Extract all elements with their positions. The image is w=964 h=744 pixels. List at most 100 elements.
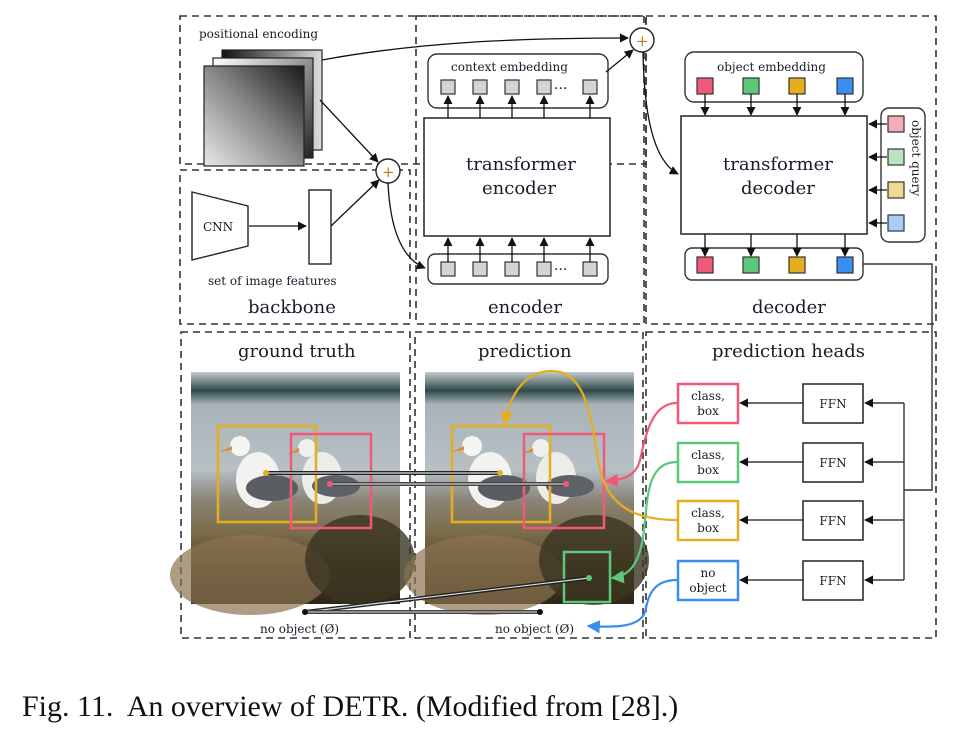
match-dot-red-pred bbox=[563, 481, 569, 487]
no-object-dot-pred bbox=[537, 609, 543, 615]
prediction-panel: prediction no object (Ø) bbox=[404, 341, 649, 636]
backbone-frame bbox=[179, 169, 411, 325]
context-ellipsis: ··· bbox=[554, 81, 567, 97]
input-token bbox=[582, 261, 598, 277]
gt-photo bbox=[170, 372, 415, 615]
positional-encoding-label: positional encoding bbox=[199, 27, 318, 41]
transformer-encoder-label-2: encoder bbox=[482, 178, 556, 199]
prediction-heads-section-label: prediction heads bbox=[712, 341, 865, 362]
transformer-decoder-label-2: decoder bbox=[741, 178, 815, 199]
encoder-section-label: encoder bbox=[488, 297, 562, 318]
decoder-to-ffn-connector bbox=[863, 263, 933, 491]
object-query-tokens bbox=[887, 115, 905, 232]
output-box-red bbox=[676, 382, 740, 425]
route-red bbox=[604, 401, 678, 487]
decoder-output-token-blue bbox=[836, 256, 854, 274]
encoder-arrows bbox=[443, 95, 595, 262]
no-object-dot-gt bbox=[302, 609, 308, 615]
ground-truth-section-label: ground truth bbox=[238, 341, 356, 362]
pred-gull-1 bbox=[452, 436, 530, 508]
output-label-line2: box bbox=[697, 463, 719, 477]
decoder-output-tokens bbox=[696, 256, 854, 274]
decoder-section-label: decoder bbox=[752, 297, 826, 318]
output-label-line2: box bbox=[697, 521, 719, 535]
figure-caption: Fig. 11. An overview of DETR. (Modified … bbox=[22, 690, 679, 723]
output-label-line1: class, bbox=[691, 448, 725, 462]
ffn-label: FFN bbox=[819, 514, 846, 528]
decoder: object embedding transformer decoder obj… bbox=[680, 51, 926, 318]
object-query-token-blue bbox=[887, 214, 905, 232]
match-dot-green-pred bbox=[586, 575, 592, 581]
context-token bbox=[504, 79, 520, 95]
object-embedding-label: object embedding bbox=[717, 60, 826, 74]
detr-overview-diagram: positional encoding CNN set of image fea… bbox=[170, 15, 937, 639]
gt-rock-dark bbox=[305, 515, 415, 605]
prediction-head-row: class,box FFN bbox=[676, 441, 904, 484]
output-label-line2: box bbox=[697, 404, 719, 418]
pe-to-context-add-arrow bbox=[321, 33, 629, 61]
decoder-output-token-green bbox=[742, 256, 760, 274]
ffn-block bbox=[802, 560, 864, 601]
transformer-decoder-block bbox=[680, 115, 868, 235]
prediction-routing-curves bbox=[500, 369, 678, 634]
context-token bbox=[472, 79, 488, 95]
object-query-token-red bbox=[887, 115, 905, 133]
transformer-decoder-label-1: transformer bbox=[723, 154, 833, 175]
input-token bbox=[504, 261, 520, 277]
decoder-frame bbox=[645, 15, 937, 325]
context-token bbox=[536, 79, 552, 95]
object-embedding-token-green bbox=[742, 77, 760, 95]
route-yellow bbox=[500, 369, 678, 522]
match-dot-yellow-pred bbox=[497, 470, 503, 476]
encoder-input-tokens bbox=[440, 261, 598, 277]
input-ellipsis: ··· bbox=[554, 262, 567, 278]
ffn-label: FFN bbox=[819, 397, 846, 411]
gt-rock bbox=[170, 535, 330, 615]
input-token bbox=[536, 261, 552, 277]
ffn-label: FFN bbox=[819, 456, 846, 470]
output-label-line1: no bbox=[701, 566, 716, 580]
gt-box-red bbox=[289, 432, 373, 530]
input-token bbox=[472, 261, 488, 277]
add-node-input: + bbox=[375, 158, 401, 184]
ffn-block bbox=[802, 442, 864, 483]
image-features-label: set of image features bbox=[208, 274, 337, 288]
context-token bbox=[582, 79, 598, 95]
pred-box-green bbox=[562, 550, 612, 604]
output-box-yellow bbox=[676, 499, 740, 542]
add-node-context-circle bbox=[629, 27, 655, 53]
gt-gull-1 bbox=[220, 436, 298, 508]
transformer-encoder-label-1: transformer bbox=[466, 154, 576, 175]
backbone: CNN set of image features backbone bbox=[191, 189, 337, 318]
object-query-label: object query bbox=[909, 120, 923, 196]
context-embedding-tokens bbox=[440, 79, 598, 95]
gt-no-object-label: no object (Ø) bbox=[260, 622, 339, 636]
pred-rock bbox=[404, 535, 564, 615]
object-query-container bbox=[880, 107, 926, 243]
route-blue bbox=[586, 578, 678, 634]
decoder-output-token-red bbox=[696, 256, 714, 274]
pe-to-add-arrow bbox=[319, 99, 379, 163]
pred-gull-2 bbox=[522, 439, 594, 504]
output-box-blue bbox=[676, 559, 740, 602]
route-green bbox=[610, 460, 678, 584]
ground-truth-panel: ground truth no object (Ø) bbox=[170, 341, 415, 636]
input-token bbox=[440, 261, 456, 277]
add-to-decoder-arrow bbox=[642, 51, 679, 175]
decoder-output-token-yellow bbox=[788, 256, 806, 274]
context-embedding-label: context embedding bbox=[451, 60, 568, 74]
match-dot-red-gt bbox=[327, 481, 333, 487]
backbone-section-label: backbone bbox=[248, 297, 336, 318]
object-embedding-token-red bbox=[696, 77, 714, 95]
object-embedding-token-blue bbox=[836, 77, 854, 95]
features-to-add-arrow bbox=[330, 179, 380, 227]
output-label-line2: object bbox=[689, 581, 726, 595]
transformer-encoder-block bbox=[423, 117, 611, 237]
context-to-add-arrow bbox=[605, 49, 634, 73]
object-query-token-green bbox=[887, 148, 905, 166]
pred-photo bbox=[404, 372, 649, 615]
